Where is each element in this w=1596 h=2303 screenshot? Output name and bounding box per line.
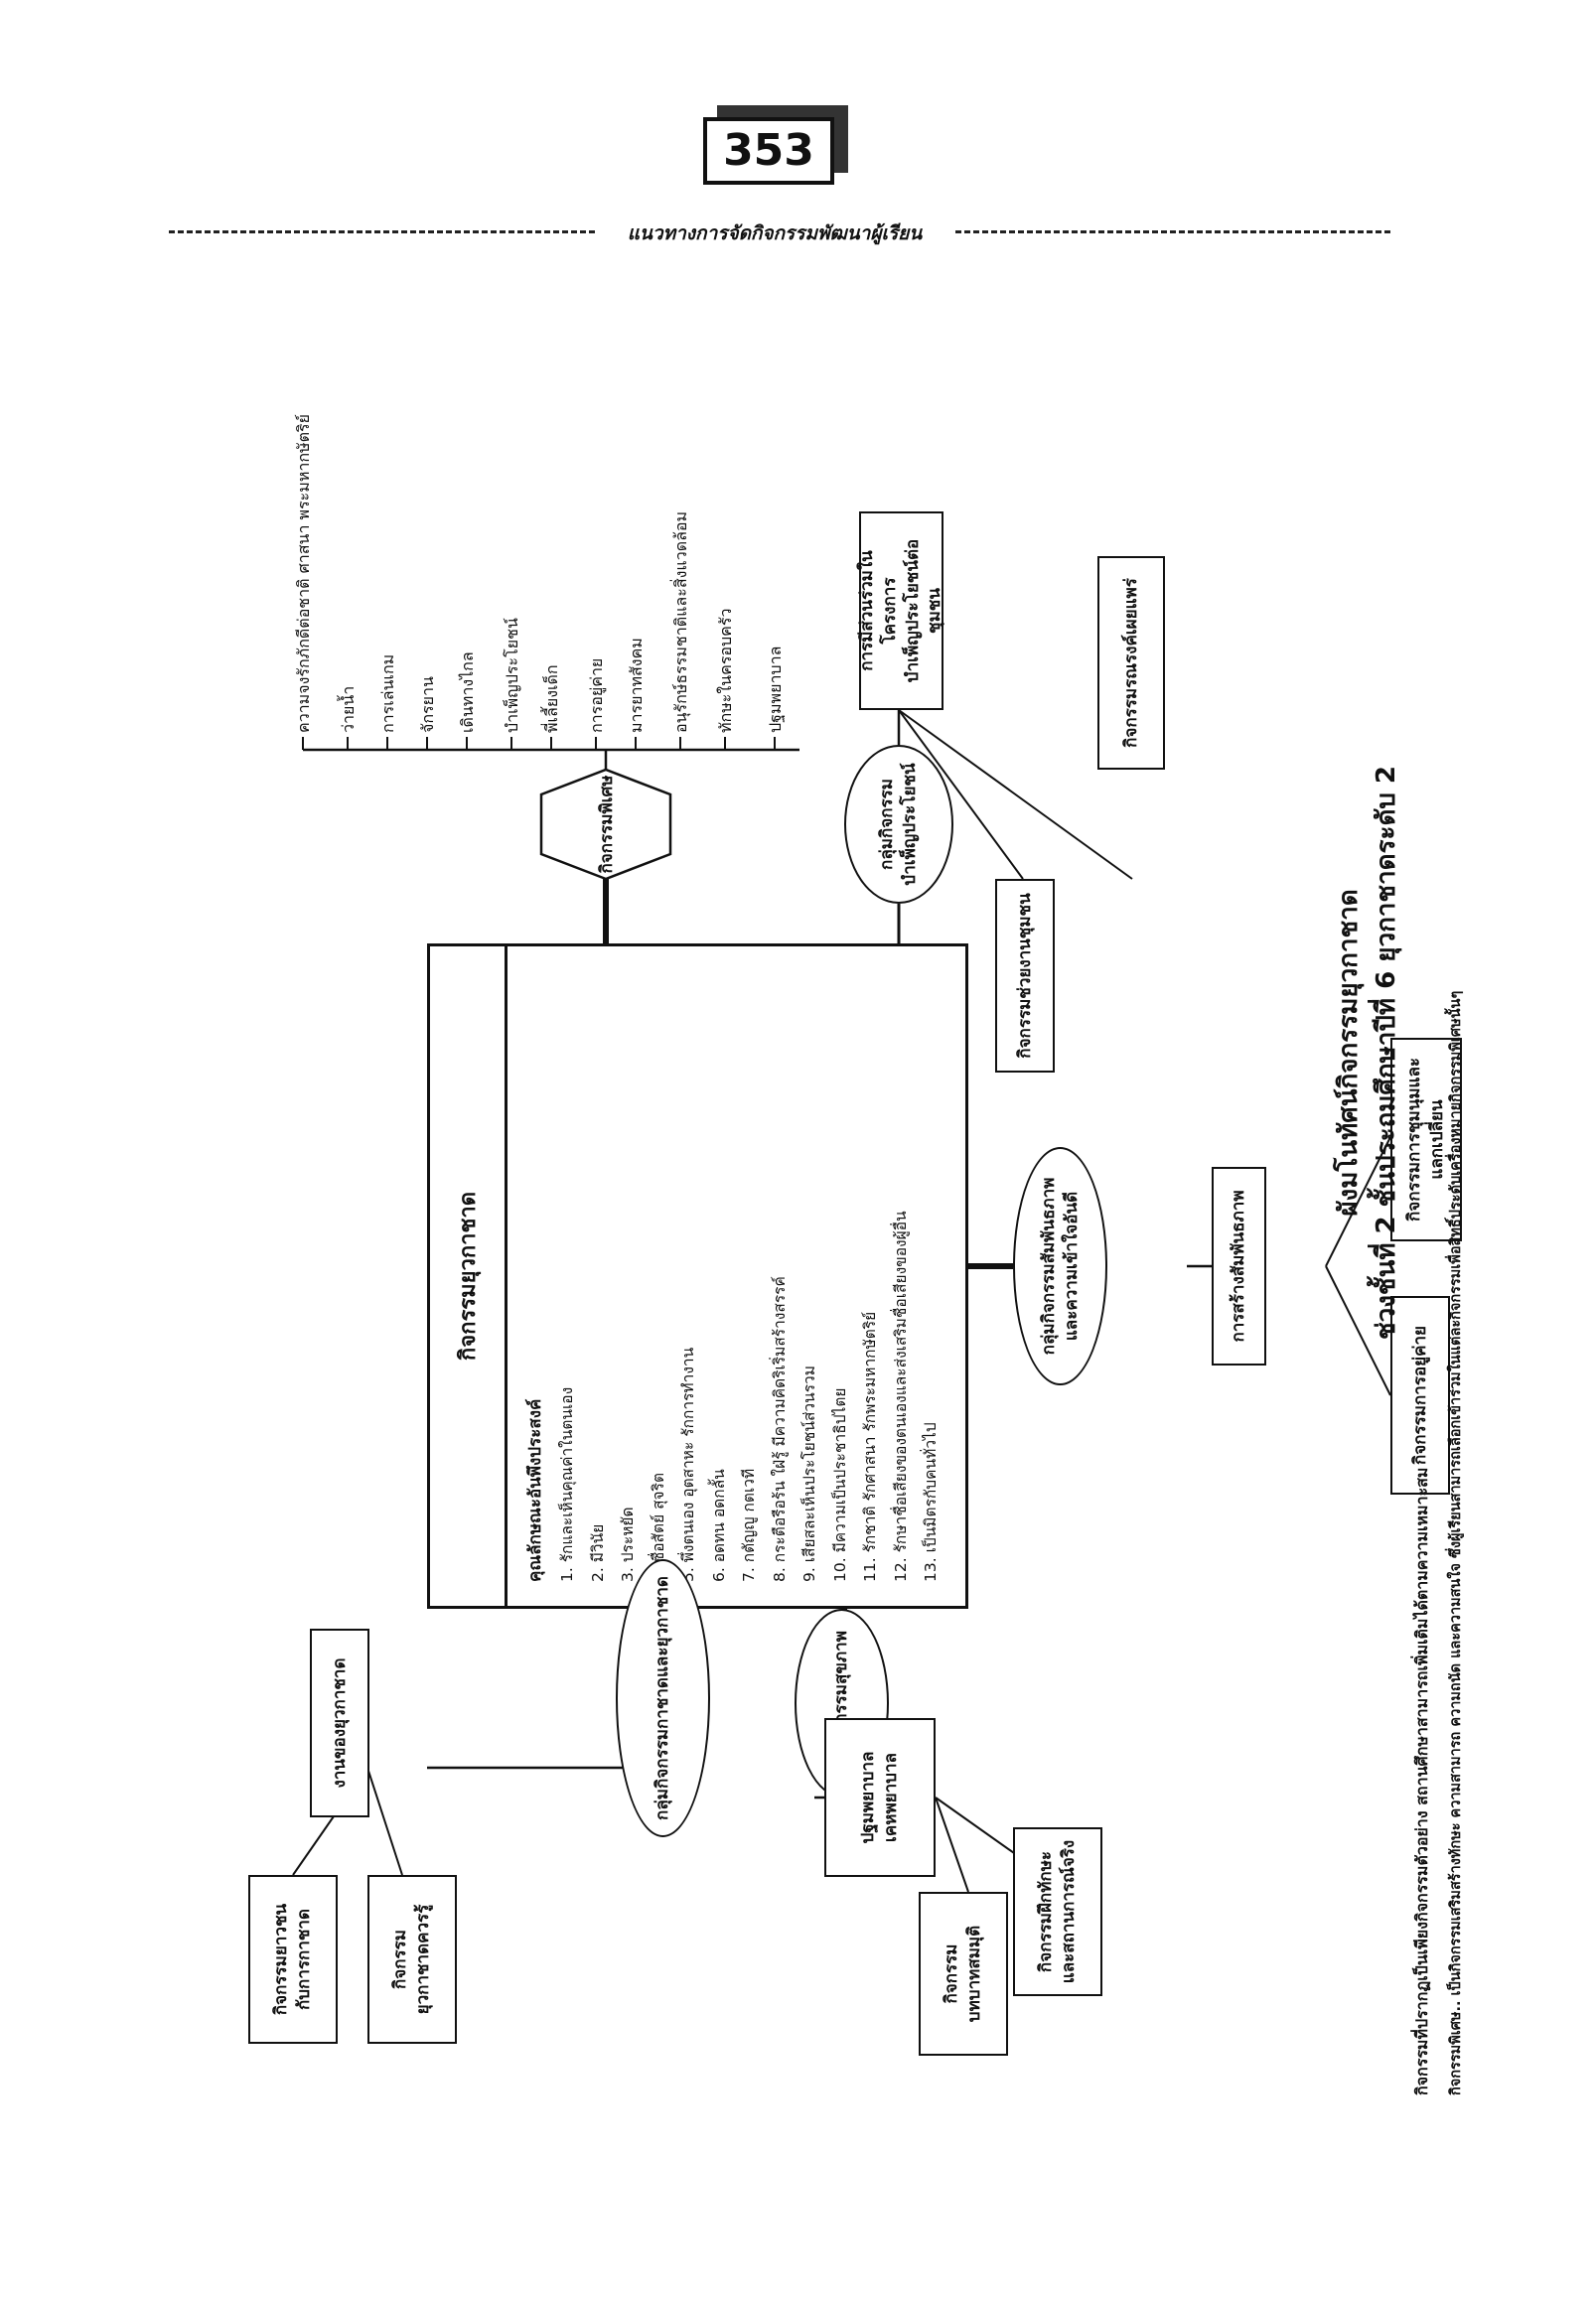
virtue-item: 1. รักและเห็นคุณค่าในตนเอง (558, 1386, 576, 1582)
virtue-item: 7. กตัญญู กตเวที (740, 1468, 758, 1582)
special-item: ปฐมพยาบาล (766, 646, 785, 733)
footer-line-1: กิจกรรมที่ปรากฏเป็นเพียงกิจกรรมตัวอย่าง … (1412, 1467, 1431, 2095)
concept-map-rotated-frame: กิจกรรมยุวกาชาด คุณลักษณะอันพึงประสงค์ 1… (139, 348, 1470, 2095)
health-sub-box: ปฐมพยาบาล เคหพยาบาล (824, 1718, 936, 1877)
virtue-item: 2. มีวินัย (588, 1523, 607, 1582)
virtue-item: 10. มีความเป็นประชาธิปไตย (830, 1387, 849, 1582)
virtue-item: 5. พึ่งตนเอง อุตสาหะ รักการทำงาน (679, 1347, 697, 1582)
link-health-leaf2 (935, 1797, 969, 1893)
special-item: เดินทางไกล (458, 651, 477, 733)
link-service-leaf2 (898, 709, 1133, 880)
special-item: จักรยาน (418, 676, 437, 733)
footer-frame: กิจกรรมที่ปรากฏเป็นเพียงกิจกรรมตัวอย่าง … (1410, 407, 1490, 2095)
virtue-item: 3. ประหยัด (619, 1507, 637, 1582)
service-leaf-box: กิจกรรมรณรงค์เผยแพร่ (1097, 556, 1165, 770)
history-leaf-box: กิจกรรม ยุวกาชาดควรรู้ (367, 1875, 457, 2044)
history-group-oval: กลุ่มกิจกรรมกาชาดและยุวกาชาด (616, 1559, 710, 1837)
special-item: อนุรักษ์ธรรมชาติและสิ่งแวดล้อม (671, 510, 690, 733)
virtue-item: 13. เป็นมิตรกับคนทั่วไป (922, 1422, 940, 1582)
link-history-leaf2 (366, 1767, 403, 1876)
virtue-item: 8. กระตือรือร้น ใฝ่รู้ มีความคิดริเริ่มส… (770, 1276, 789, 1582)
special-item: พี่เลี้ยงเด็ก (542, 664, 561, 733)
special-item: บำเพ็ญประโยชน์ (503, 618, 521, 733)
title-line-1: ผังมโนทัศน์กิจกรรมยุวกาชาด (1334, 889, 1364, 1217)
concept-map: กิจกรรมยุวกาชาด คุณลักษณะอันพึงประสงค์ 1… (139, 348, 1470, 2095)
running-header: แนวทางการจัดกิจกรรมพัฒนาผู้เรียน (596, 218, 953, 244)
history-leaf-box: กิจกรรมยาวชน กับการกาชาด (248, 1875, 338, 2044)
health-leaf-box: กิจกรรม บทบาทสมมุติ (919, 1892, 1008, 2056)
special-item: ว่ายน้ำ (339, 685, 358, 733)
diagram-title: ผังมโนทัศน์กิจกรรมยุวกาชาด ช่วงชั้นที่ 2… (1331, 606, 1405, 1500)
special-label: กิจกรรมพิเศษ (596, 775, 617, 874)
virtue-item: 11. รักชาติ รักศาสนา รักพระมหากษัตริย์ (861, 1311, 879, 1582)
title-line-2: ช่วงชั้นที่ 2 ชั้นประถมศึกษาปีที่ 6 ยุวก… (1371, 765, 1401, 1341)
service-leaf-box: กิจกรรมช่วยงานชุมชน (995, 879, 1055, 1073)
page-number: 353 (703, 117, 834, 185)
health-leaf-box: กิจกรรมฝึกทักษะ และสถานการณ์จริง (1013, 1827, 1102, 1996)
special-diamond (539, 768, 672, 881)
special-item: การอยู่ค่าย (587, 657, 606, 733)
link-relations-leaf2 (1325, 1136, 1391, 1267)
service-sub-box: การมีส่วนร่วมในโครงการ บำเพ็ญประโยชน์ต่อ… (857, 511, 944, 710)
virtues-list: คุณลักษณะอันพึงประสงค์ 1. รักและเห็นคุณค… (521, 956, 946, 1582)
virtues-heading: คุณลักษณะอันพึงประสงค์ (525, 1398, 545, 1582)
link-relations-leaf1 (1325, 1265, 1391, 1396)
virtue-item: 12. รักษาชื่อเสียงของตนเองและส่งเสริมชื่… (891, 1211, 910, 1582)
virtue-item: 9. เสียสละเห็นประโยชน์ส่วนรวม (800, 1366, 818, 1582)
special-item: มารยาทสังคม (627, 638, 646, 733)
relations-group-oval: กลุ่มกิจกรรมสัมพันธภาพ และความเข้าใจอันด… (1013, 1147, 1107, 1385)
service-group-oval: กลุ่มกิจกรรม บำเพ็ญประโยชน์ (844, 745, 953, 904)
history-sub-box: งานของยุวกาชาด (310, 1629, 369, 1817)
relations-sub-box: การสร้างสัมพันธภาพ (1212, 1167, 1266, 1366)
special-item: ทักษะในครอบครัว (716, 608, 735, 733)
footer-line-2: กิจกรรมพิเศษ.. เป็นกิจกรรมเสริมสร้างทักษ… (1448, 990, 1464, 2095)
link-service-leaf1 (898, 709, 1024, 880)
special-item: ความจงรักภักดีต่อชาติ ศาสนา พระมหากษัตริ… (294, 414, 313, 733)
virtue-item: 6. อดทน อดกลั้น (709, 1469, 728, 1582)
special-item: การเล่นเกม (378, 653, 397, 733)
virtue-item: 4. ซื่อสัตย์ สุจริต (649, 1472, 667, 1582)
center-title: กิจกรรมยุวกาชาด (430, 946, 508, 1606)
center-activity-box: กิจกรรมยุวกาชาด คุณลักษณะอันพึงประสงค์ 1… (427, 943, 968, 1609)
